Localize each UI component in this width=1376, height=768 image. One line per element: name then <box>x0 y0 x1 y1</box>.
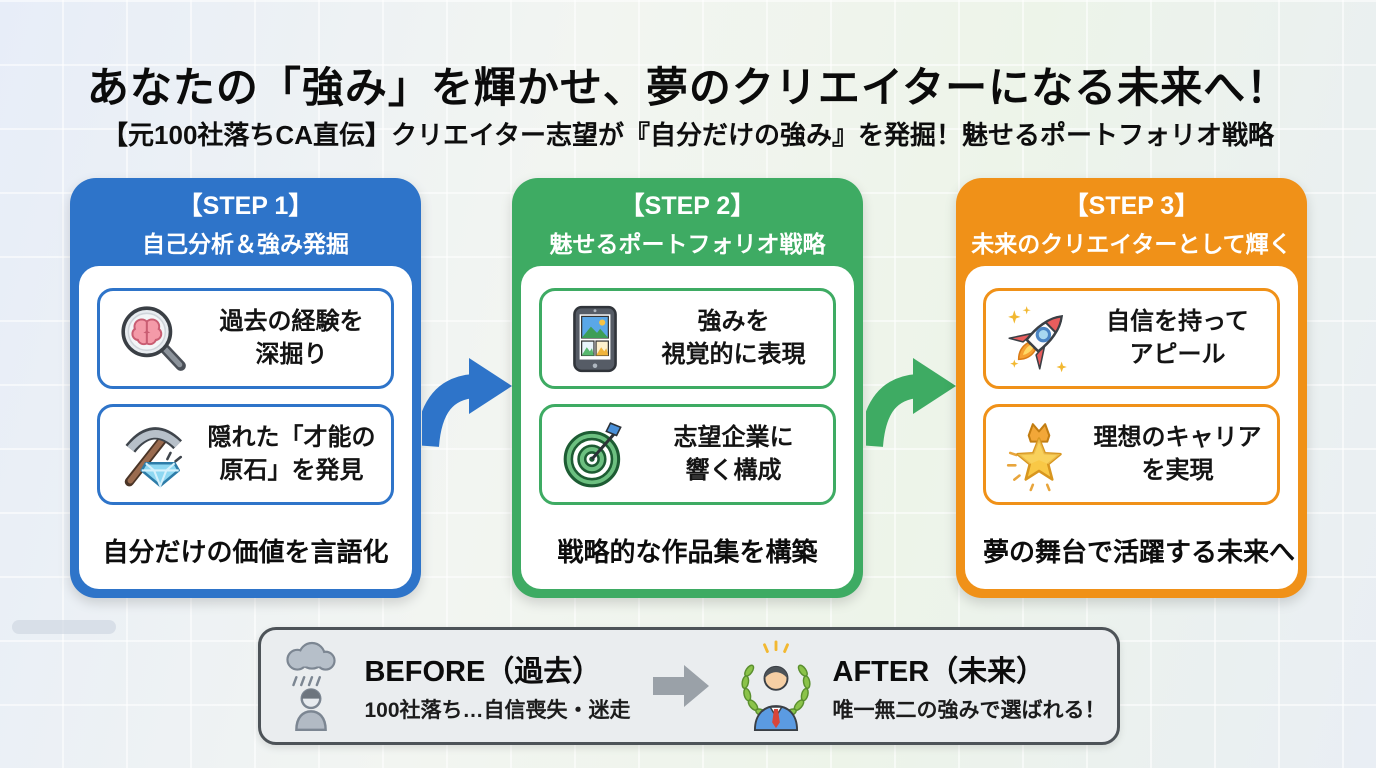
step3-item-2: 理想のキャリア を実現 <box>983 404 1280 505</box>
item-line: 隠れた「才能の <box>207 424 376 452</box>
tablet-portfolio-icon <box>550 302 640 376</box>
step2-title: 魅せるポートフォリオ戦略 <box>549 230 826 257</box>
step3-item-1: 自信を持って アピール <box>983 288 1280 389</box>
page-title: あなたの「強み」を輝かせ、夢のクリエイターになる未来へ！ <box>86 64 1290 111</box>
item-line: 原石」を発見 <box>219 456 364 484</box>
step2-body: 強みを 視覚的に表現 志望企業に <box>521 266 854 589</box>
step3-footer: 夢の舞台で活躍する未来へ <box>983 537 1296 567</box>
rain-cloud-person-icon <box>272 641 350 731</box>
star-crown-icon <box>994 418 1084 492</box>
step3-header: 【STEP 3】 未来のクリエイターとして輝く <box>956 178 1307 266</box>
step1-item1-label: 過去の経験を 深掘り <box>198 306 385 371</box>
item-line: 視覚的に表現 <box>661 340 806 368</box>
step1-title: 自己分析＆強み発掘 <box>142 230 349 257</box>
after-desc: 唯一無二の強みで選ばれる！ <box>832 699 1106 722</box>
step2-item-1: 強みを 視覚的に表現 <box>539 288 836 389</box>
before-text: BEFORE（過去） 100社落ち…自信喪失・迷走 <box>364 648 630 724</box>
item-line: 響く構成 <box>685 456 782 484</box>
before-desc: 100社落ち…自信喪失・迷走 <box>364 699 631 722</box>
item-line: 志望企業に <box>673 424 794 452</box>
item-line: 自信を持って <box>1106 308 1249 336</box>
step2-header: 【STEP 2】 魅せるポートフォリオ戦略 <box>512 178 863 266</box>
step3-card: 【STEP 3】 未来のクリエイターとして輝く <box>956 178 1307 598</box>
step1-item2-label: 隠れた「才能の 原石」を発見 <box>198 422 385 487</box>
magnifier-brain-icon <box>108 302 198 376</box>
step2-card: 【STEP 2】 魅せるポートフォリオ戦略 <box>512 178 863 598</box>
after-block: AFTER（未来） 唯一無二の強みで選ばれる！ <box>733 640 1106 732</box>
step1-item-2: 隠れた「才能の 原石」を発見 <box>97 404 394 505</box>
pickaxe-diamond-icon <box>108 418 198 492</box>
step3-item2-label: 理想のキャリア を実現 <box>1084 422 1271 487</box>
step1-label: 【STEP 1】 <box>177 191 314 220</box>
after-label: AFTER（未来） <box>832 656 1046 688</box>
after-text: AFTER（未来） 唯一無二の強みで選ばれる！ <box>833 648 1106 724</box>
step1-card: 【STEP 1】 自己分析＆強み発掘 <box>70 178 421 598</box>
before-block: BEFORE（過去） 100社落ち…自信喪失・迷走 <box>272 641 631 731</box>
before-label: BEFORE（過去） <box>364 656 602 688</box>
step3-label: 【STEP 3】 <box>1063 191 1200 220</box>
target-arrow-icon <box>550 418 640 492</box>
background-deco-bar <box>12 620 116 634</box>
step1-item-1: 過去の経験を 深掘り <box>97 288 394 389</box>
step1-footer: 自分だけの価値を言語化 <box>102 537 389 567</box>
flow-arrow-step2-to-step3-icon <box>866 358 956 448</box>
step2-label: 【STEP 2】 <box>619 191 756 220</box>
item-line: 理想のキャリア <box>1093 424 1262 452</box>
item-line: 過去の経験を <box>219 308 364 336</box>
laurel-person-icon <box>733 640 819 732</box>
step3-item1-label: 自信を持って アピール <box>1084 306 1271 371</box>
step1-body: 過去の経験を 深掘り <box>79 266 412 589</box>
item-line: 深掘り <box>255 340 328 368</box>
page-subtitle: 【元100社落ちCA直伝】クリエイター志望が『自分だけの強み』を発掘！魅せるポー… <box>102 120 1274 150</box>
item-line: を実現 <box>1141 456 1214 484</box>
flow-arrow-step1-to-step2-icon <box>422 358 512 448</box>
before-after-panel: BEFORE（過去） 100社落ち…自信喪失・迷走 <box>258 627 1120 745</box>
step2-item-2: 志望企業に 響く構成 <box>539 404 836 505</box>
before-to-after-arrow-icon <box>652 665 709 707</box>
item-line: アピール <box>1129 340 1226 368</box>
item-line: 強みを <box>697 308 770 336</box>
step3-body: 自信を持って アピール <box>965 266 1298 589</box>
step2-footer: 戦略的な作品集を構築 <box>557 537 818 567</box>
step2-item2-label: 志望企業に 響く構成 <box>640 422 827 487</box>
step3-title: 未来のクリエイターとして輝く <box>971 230 1292 257</box>
rocket-icon <box>994 302 1084 376</box>
step2-item1-label: 強みを 視覚的に表現 <box>640 306 827 371</box>
step1-header: 【STEP 1】 自己分析＆強み発掘 <box>70 178 421 266</box>
